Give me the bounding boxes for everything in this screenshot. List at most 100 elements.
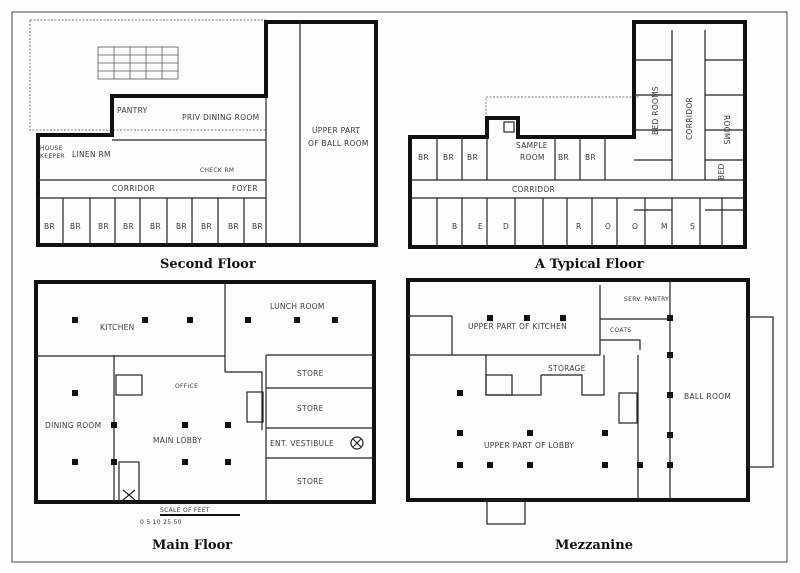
column — [142, 317, 148, 323]
room-label-sample-room: ROOM — [520, 153, 545, 162]
column — [602, 462, 608, 468]
room-label-storage: STORAGE — [548, 364, 586, 373]
room-label-linen-room: LINEN RM — [72, 150, 111, 159]
room-label-br: BR — [150, 222, 161, 231]
room-label-br: BR — [70, 222, 81, 231]
room-label-letter: S — [690, 222, 695, 231]
room-label-priv-dining-room: PRIV DINING ROOM — [182, 113, 259, 122]
column — [667, 462, 673, 468]
caption-main-floor: Main Floor — [152, 538, 232, 553]
column — [667, 315, 673, 321]
roof-outline-typical — [485, 96, 640, 118]
column — [667, 432, 673, 438]
second-floor-walls — [36, 20, 378, 247]
room-label-pantry: PANTRY — [117, 106, 148, 115]
column — [602, 430, 608, 436]
scale-ticks: 0 5 10 25 50 — [140, 519, 182, 526]
room-label-tower-bedrooms: BED ROOMS — [651, 86, 660, 135]
room-label-lunch-room: LUNCH ROOM — [270, 302, 325, 311]
room-label-store-2: STORE — [297, 404, 324, 413]
caption-typical-floor: A Typical Floor — [534, 257, 644, 272]
column — [111, 422, 117, 428]
room-label-letter: R — [576, 222, 582, 231]
room-label-br: BR — [123, 222, 134, 231]
room-label-br: BR — [585, 153, 596, 162]
column — [487, 315, 493, 321]
room-label-foyer: FOYER — [232, 184, 258, 193]
room-label-upper-ball-1: UPPER PART — [312, 126, 360, 135]
column — [332, 317, 338, 323]
room-label-letter: D — [503, 222, 509, 231]
column — [487, 462, 493, 468]
room-label-coats: COATS — [610, 327, 631, 334]
column — [527, 462, 533, 468]
room-label-serv-pantry: SERV. PANTRY — [624, 296, 669, 303]
column — [294, 317, 300, 323]
room-label-tower-rooms: ROOMS — [722, 115, 731, 145]
room-label-store-3: STORE — [297, 477, 324, 486]
room-label-upper-kitchen: UPPER PART OF KITCHEN — [468, 322, 567, 331]
caption-mezzanine: Mezzanine — [555, 538, 633, 553]
room-label-sample: SAMPLE — [516, 141, 548, 150]
room-label-br: BR — [176, 222, 187, 231]
main-floor-walls — [34, 280, 376, 504]
room-label-br: BR — [443, 153, 454, 162]
room-label-letter: O — [632, 222, 638, 231]
skylight — [97, 46, 179, 80]
room-label-br: BR — [228, 222, 239, 231]
column — [524, 315, 530, 321]
column — [457, 390, 463, 396]
room-label-br: BR — [44, 222, 55, 231]
room-label-letter: O — [605, 222, 611, 231]
column — [225, 422, 231, 428]
room-label-br: BR — [558, 153, 569, 162]
column — [72, 317, 78, 323]
room-label-corridor-typical: CORRIDOR — [512, 185, 555, 194]
room-label-store-1: STORE — [297, 369, 324, 378]
room-label-kitchen: KITCHEN — [100, 323, 135, 332]
column — [187, 317, 193, 323]
room-label-house: HOUSE — [40, 145, 63, 152]
second-floor-plan: PANTRY PRIV DINING ROOM HOUSE KEEPER LIN… — [29, 19, 378, 272]
room-label-letter: B — [452, 222, 457, 231]
room-label-check-room: CHECK RM — [200, 167, 234, 174]
caption-second-floor: Second Floor — [160, 257, 256, 272]
mezzanine-plan: UPPER PART OF KITCHEN SERV. PANTRY COATS… — [406, 278, 774, 553]
column — [457, 430, 463, 436]
sheet-border — [11, 11, 788, 563]
column — [527, 430, 533, 436]
room-label-br: BR — [98, 222, 109, 231]
room-label-tower-bed: BED — [717, 163, 726, 180]
column — [457, 462, 463, 468]
typical-floor-walls — [408, 20, 747, 249]
room-label-br: BR — [467, 153, 478, 162]
room-label-letter: M — [661, 222, 668, 231]
room-label-ent-vestibule: ENT. VESTIBULE — [270, 439, 334, 448]
column — [245, 317, 251, 323]
scale-title: SCALE OF FEET — [160, 507, 210, 514]
column — [667, 352, 673, 358]
room-label-keeper: KEEPER — [40, 153, 65, 160]
column — [667, 392, 673, 398]
column — [111, 459, 117, 465]
column — [72, 459, 78, 465]
column — [182, 459, 188, 465]
column — [560, 315, 566, 321]
room-label-br: BR — [201, 222, 212, 231]
revolving-door-icon — [350, 436, 364, 450]
room-label-upper-lobby: UPPER PART OF LOBBY — [484, 441, 574, 450]
room-label-upper-ball-2: OF BALL ROOM — [308, 139, 369, 148]
room-label-letter: E — [478, 222, 483, 231]
room-label-corridor: CORRIDOR — [112, 184, 155, 193]
room-label-office: OFFICE — [175, 383, 198, 390]
column — [637, 462, 643, 468]
room-label-main-lobby: MAIN LOBBY — [153, 436, 202, 445]
room-label-ball-room: BALL ROOM — [684, 392, 731, 401]
column — [225, 459, 231, 465]
room-label-br: BR — [252, 222, 263, 231]
room-label-br: BR — [418, 153, 429, 162]
scale-of-feet: SCALE OF FEET 0 5 10 25 50 — [140, 507, 240, 526]
